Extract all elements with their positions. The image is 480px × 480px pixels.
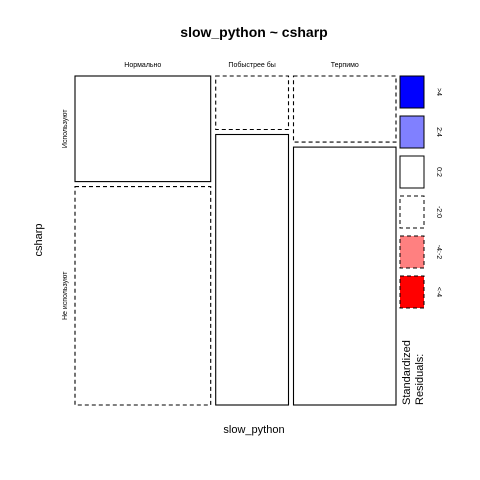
y-category-labels: Используют Не используют (62, 109, 69, 320)
x-category-labels: Нормально Побыстрее бы Терпимо (124, 61, 359, 69)
legend-swatch-2 (399, 115, 425, 149)
legend-swatch-4 (399, 195, 425, 229)
x-category-label: Нормально (124, 62, 161, 69)
y-category-label: Не используют (62, 271, 69, 320)
y-category-label: Используют (62, 109, 69, 149)
legend-label-3: 0:2 (435, 167, 442, 177)
legend-swatch-3 (399, 155, 425, 189)
legend-swatch-5 (399, 235, 425, 269)
mosaic-cell-2-1 (215, 75, 290, 131)
x-category-label: Терпимо (331, 62, 359, 69)
legend-label-1: >4 (435, 88, 442, 96)
mosaic-cell-3-2 (292, 146, 397, 406)
x-category-label: Побыстрее бы (228, 61, 275, 69)
mosaic-cell-1-2 (74, 186, 212, 406)
legend-label-6: <-4 (435, 287, 442, 297)
legend-label-2: 2:4 (435, 127, 442, 137)
legend-swatch-6 (399, 275, 425, 309)
legend-title-line-2: Residuals: (414, 354, 426, 405)
mosaic-cell-2-2 (215, 133, 290, 406)
mosaic-cells (74, 75, 397, 406)
legend-label-4: -2:0 (435, 206, 442, 218)
legend-label-5: -4:-2 (435, 245, 442, 260)
y-axis-label: csharp (33, 223, 45, 256)
x-axis-label: slow_python (223, 424, 284, 436)
mosaic-cell-3-1 (292, 75, 397, 143)
legend-title-line-1: Standardized (401, 340, 413, 405)
mosaic-cell-1-1 (74, 75, 212, 183)
chart-title: slow_python ~ csharp (180, 24, 327, 40)
legend-swatch-1 (399, 75, 425, 109)
